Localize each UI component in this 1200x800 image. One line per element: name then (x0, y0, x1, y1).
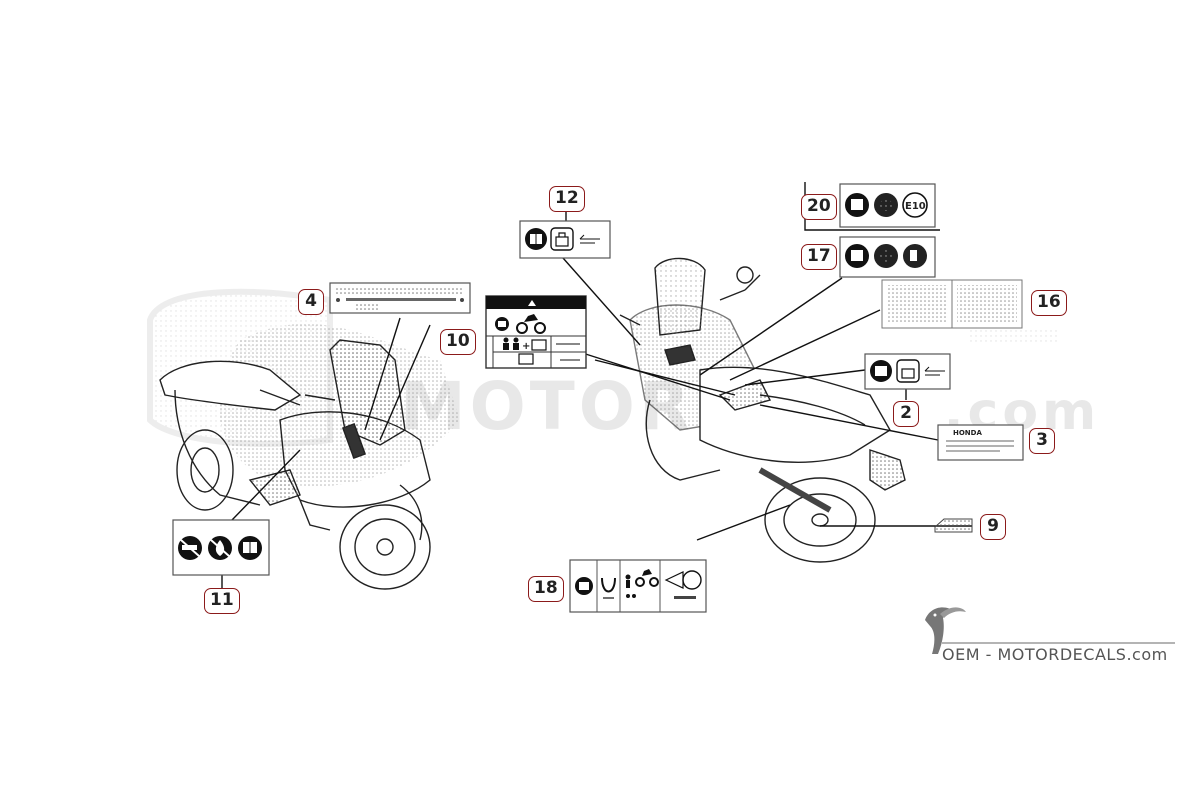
callout-20: 20 (801, 194, 837, 220)
rider-icon (625, 574, 636, 598)
callout-9: 9 (980, 514, 1006, 540)
decal-11 (172, 519, 270, 576)
brand-logo-bird-icon (925, 607, 1175, 654)
fuel-icon (874, 193, 898, 217)
manual-book-icon (525, 228, 547, 250)
scooter-front-view (159, 323, 460, 590)
callout-11: 11 (204, 588, 240, 614)
manual-book-icon (870, 360, 892, 382)
e10-label: E10 (905, 201, 926, 212)
callout-10: 10 (440, 329, 476, 355)
toolbox-icon (550, 227, 574, 251)
manual-book-icon (495, 317, 509, 331)
motorcycle-icon (516, 314, 546, 334)
brand-text: OEM - MOTORDECALS.com (942, 645, 1168, 664)
rider-icon (503, 337, 519, 350)
callout-4: 4 (298, 289, 324, 315)
decal-18 (569, 559, 707, 613)
decal-4 (329, 282, 471, 314)
leader-lines (221, 182, 972, 588)
decal-20: E10 (839, 183, 936, 228)
callout-17: 17 (801, 244, 837, 270)
decal-16 (881, 279, 1023, 329)
decal-17 (839, 236, 936, 278)
manual-book-icon (845, 244, 869, 268)
tire-icon (601, 577, 616, 599)
decal-2 (864, 353, 951, 390)
decal-12 (519, 220, 611, 259)
decal-9 (934, 518, 973, 533)
tire-icon (664, 570, 702, 599)
decal-10: + (485, 295, 587, 369)
manual-book-icon (575, 577, 593, 595)
motorcycle-icon (635, 569, 659, 587)
callout-18: 18 (528, 576, 564, 602)
toolbox-icon (518, 339, 547, 365)
fuel-icon (903, 244, 927, 268)
callout-16: 16 (1031, 290, 1067, 316)
no-smoking-icon (178, 536, 202, 560)
svg-text:+: + (522, 341, 530, 352)
no-fire-icon (208, 536, 232, 560)
manual-book-icon (238, 536, 262, 560)
callout-12: 12 (549, 186, 585, 212)
decal-3: HONDA (937, 424, 1024, 461)
callout-2: 2 (893, 401, 919, 427)
toolbox-icon (896, 359, 920, 383)
fuel-icon (874, 244, 898, 268)
dealer-label: HONDA (953, 429, 982, 437)
manual-book-icon (845, 193, 869, 217)
callout-3: 3 (1029, 428, 1055, 454)
scooter-rear-view (619, 257, 906, 563)
